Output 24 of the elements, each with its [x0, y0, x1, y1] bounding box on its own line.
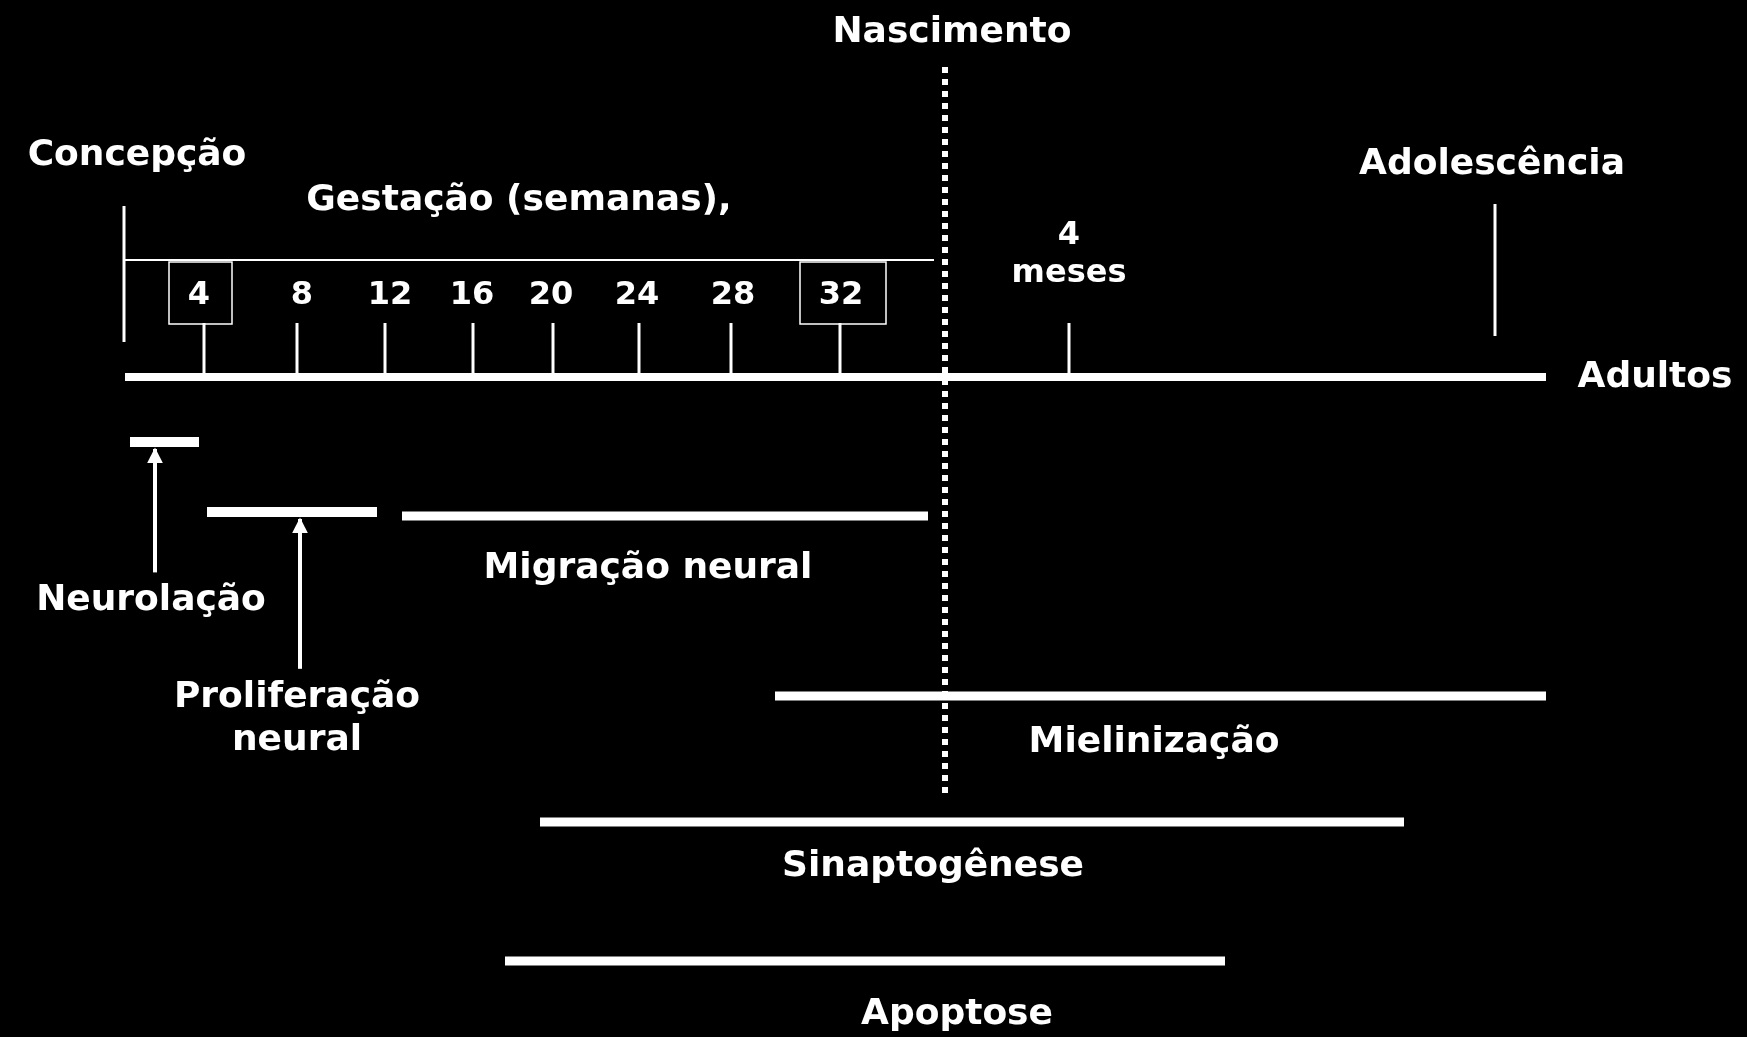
stage-label: Proliferação neural: [157, 672, 437, 760]
arrow: [292, 517, 308, 669]
timeline-label: Adolescência: [1359, 140, 1625, 184]
period-bar: [207, 507, 377, 517]
timeline-label: 8: [290, 273, 314, 313]
period-bar: [130, 437, 199, 447]
timeline-label: Adultos: [1577, 353, 1733, 397]
timeline-label: Nascimento: [832, 8, 1072, 52]
timeline-label: 32: [818, 273, 864, 313]
timeline-label: 24: [614, 273, 660, 313]
timeline-label: Apoptose: [861, 990, 1053, 1034]
timeline-label: 4: [187, 273, 211, 313]
timeline-label: 28: [710, 273, 756, 313]
timeline-label: 16: [449, 273, 495, 313]
timeline-label: Concepção: [27, 131, 247, 175]
arrow: [147, 447, 163, 573]
timeline-label: Sinaptogênese: [782, 842, 1084, 886]
timeline-label: Gestação (semanas),: [306, 176, 732, 220]
stage-label: Neurolação: [36, 576, 266, 620]
timeline-label: 20: [528, 273, 574, 313]
timeline-label: Migração neural: [483, 544, 813, 588]
timeline-label: 12: [367, 273, 413, 313]
timeline-label: Mielinização: [1028, 718, 1280, 762]
timeline-label: 4 meses: [1010, 213, 1128, 291]
